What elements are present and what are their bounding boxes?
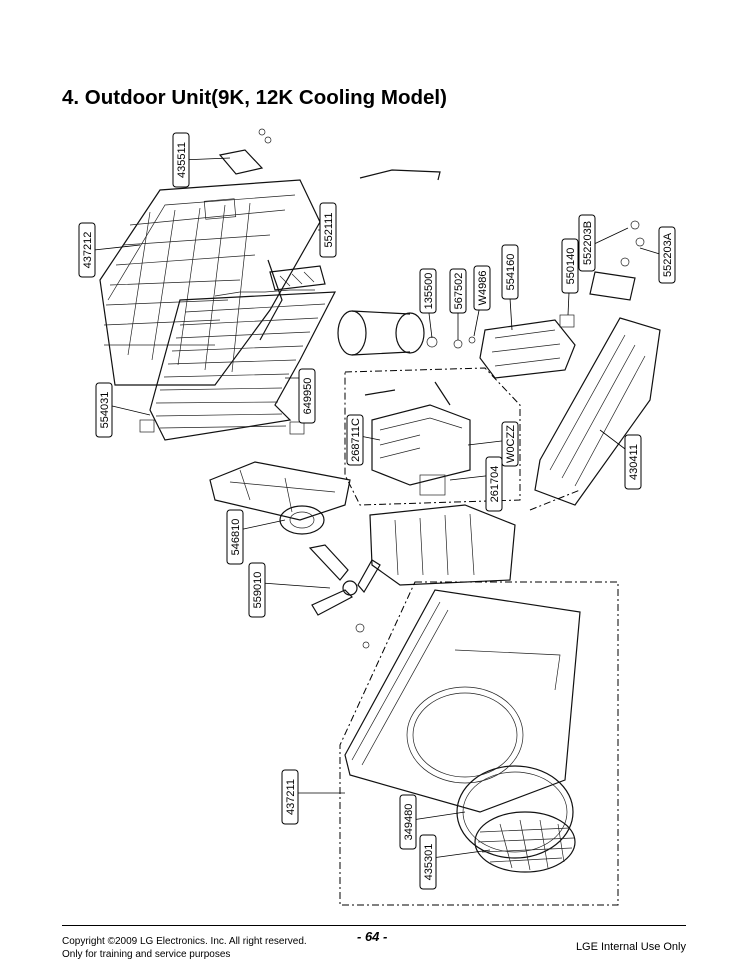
part-callout: 437212 — [78, 222, 96, 278]
part-callout: 554160 — [501, 244, 519, 300]
fan-propeller — [308, 544, 381, 649]
part-code: 567502 — [453, 273, 465, 310]
part-code: W4986 — [477, 271, 489, 306]
grille-assembly — [456, 765, 576, 873]
control-box-group — [344, 367, 521, 506]
part-code: 546810 — [230, 519, 242, 556]
part-code: 437211 — [285, 779, 297, 815]
part-code: 649950 — [302, 378, 314, 415]
part-callout: 430411 — [624, 434, 642, 490]
part-code: 552203A — [662, 232, 674, 277]
part-callout: W4986 — [473, 265, 491, 311]
part-callout: 552203B — [578, 214, 596, 272]
part-code: 268711C — [350, 418, 362, 462]
part-callout: 135500 — [419, 268, 437, 314]
part-callout: 435511 — [172, 132, 190, 188]
part-callout: 435301 — [419, 834, 437, 890]
page-title: 4. Outdoor Unit(9K, 12K Cooling Model) — [62, 86, 447, 109]
partition-plate — [369, 504, 516, 586]
top-handle — [218, 128, 441, 291]
training-note: Only for training and service purposes — [62, 949, 231, 960]
motor-bracket — [209, 461, 351, 535]
pipe-valve-assembly — [426, 220, 645, 379]
part-code: W0CZZ — [505, 425, 517, 463]
part-callout: 268711C — [346, 414, 364, 466]
part-callout: 546810 — [226, 509, 244, 565]
condenser-coil — [139, 289, 337, 441]
part-code: 552111 — [323, 212, 335, 247]
page-number: - 64 - — [357, 929, 388, 944]
copyright-notice: Copyright ©2009 LG Electronics. Inc. All… — [62, 935, 307, 961]
part-code: 437212 — [82, 232, 94, 269]
part-callout: 552111 — [319, 202, 337, 258]
part-code: 430411 — [628, 444, 640, 480]
part-callout: 649950 — [298, 368, 316, 424]
part-code: 554160 — [505, 254, 517, 291]
part-code: 554031 — [99, 392, 111, 429]
part-callout: 567502 — [449, 268, 467, 314]
part-code: 349480 — [403, 804, 415, 841]
part-callout: 437211 — [281, 769, 299, 825]
part-code: 435301 — [423, 844, 435, 881]
part-callout: 550140 — [561, 238, 579, 294]
compressor — [337, 310, 425, 356]
part-code: 261704 — [489, 466, 501, 503]
cabinet-rear — [99, 179, 321, 386]
part-code: 552203B — [582, 221, 594, 265]
part-callout: 554031 — [95, 382, 113, 438]
part-callout: 559010 — [248, 562, 266, 618]
part-callout: W0CZZ — [501, 421, 519, 467]
front-cabinet — [339, 581, 619, 906]
part-callout: 349480 — [399, 794, 417, 850]
part-code: 559010 — [252, 572, 264, 609]
copyright-line: Copyright ©2009 LG Electronics. Inc. All… — [62, 936, 307, 947]
part-code: 435511 — [176, 142, 188, 178]
internal-use-note: LGE Internal Use Only — [575, 941, 686, 953]
base-pan — [529, 317, 661, 511]
footer-divider — [62, 925, 686, 926]
part-callout: 261704 — [485, 456, 503, 512]
part-code: 135500 — [423, 273, 435, 310]
part-callout: 552203A — [658, 226, 676, 284]
part-code: 550140 — [565, 248, 577, 285]
